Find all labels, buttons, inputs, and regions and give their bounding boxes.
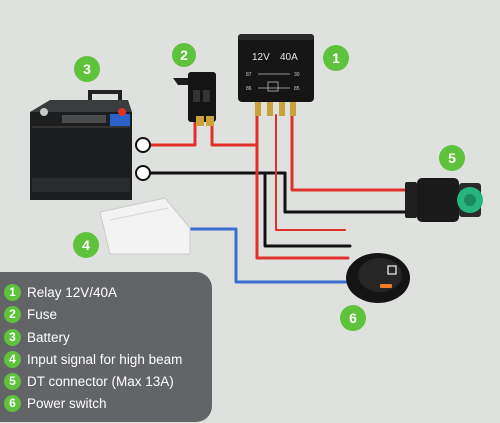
legend-panel: 1 Relay 12V/40A 2 Fuse 3 Battery 4 Input… (0, 272, 212, 422)
relay-pin-86-label: 86 (246, 86, 252, 92)
fuse-holder (173, 72, 216, 126)
legend-label: Fuse (27, 306, 58, 322)
svg-text:1: 1 (332, 50, 340, 66)
callout-6-power-switch: 6 (340, 305, 366, 331)
wires (148, 113, 412, 284)
battery-negative-terminal (40, 108, 48, 116)
svg-text:4: 4 (82, 237, 90, 253)
svg-text:5: 5 (448, 150, 456, 166)
legend-number: 4 (4, 350, 21, 368)
svg-text:6: 6 (349, 310, 357, 326)
relay-voltage-label: 12V (252, 52, 270, 63)
dt-connector (405, 178, 483, 222)
high-beam-input-plug (99, 197, 191, 255)
legend-label: DT connector (Max 13A) (27, 373, 174, 389)
wire-fuse-to-relay (210, 113, 259, 147)
callout-5-dt-connector: 5 (439, 145, 465, 171)
legend-item-power-switch: 6 Power switch (4, 393, 107, 413)
legend-number: 2 (4, 305, 21, 323)
legend-label: Relay 12V/40A (27, 284, 118, 300)
battery-positive-terminal (118, 108, 126, 116)
relay-pin-30-label: 30 (294, 72, 300, 78)
wire-relay-to-switch-red (255, 143, 350, 260)
battery (30, 90, 151, 200)
legend-item-relay: 1 Relay 12V/40A (4, 282, 117, 302)
legend-item-dt-connector: 5 DT connector (Max 13A) (4, 371, 174, 391)
callout-3-battery: 3 (74, 56, 100, 82)
relay: 12V 40A 87 30 86 85 (238, 34, 314, 116)
legend-number: 5 (4, 372, 21, 390)
legend-number: 1 (4, 283, 21, 301)
wire-battery-positive-to-fuse (148, 121, 197, 147)
power-switch (346, 253, 410, 303)
wire-ground-to-switch-black (263, 171, 352, 248)
wire-ground-to-dt-black (283, 171, 412, 214)
legend-label: Battery (27, 329, 70, 345)
legend-item-fuse: 2 Fuse (4, 304, 57, 324)
wire-relay-to-dt-red (290, 113, 412, 192)
legend-item-battery: 3 Battery (4, 327, 70, 347)
svg-text:2: 2 (180, 47, 188, 63)
wire-high-beam-blue (188, 227, 354, 284)
legend-number: 6 (4, 394, 21, 412)
callouts: 1 2 3 4 5 6 (73, 43, 465, 331)
legend-number: 3 (4, 328, 21, 346)
svg-text:3: 3 (83, 61, 91, 77)
callout-1-relay: 1 (323, 45, 349, 71)
relay-current-label: 40A (280, 52, 298, 63)
relay-pin-87-label: 87 (246, 72, 252, 78)
wire-relay-coil (275, 114, 346, 231)
legend-item-high-beam-input: 4 Input signal for high beam (4, 349, 182, 369)
relay-pin-85-label: 85 (294, 86, 300, 92)
legend-label: Input signal for high beam (27, 351, 183, 367)
legend-label: Power switch (27, 395, 107, 411)
callout-2-fuse: 2 (172, 43, 196, 67)
callout-4-high-beam-input: 4 (73, 232, 99, 258)
